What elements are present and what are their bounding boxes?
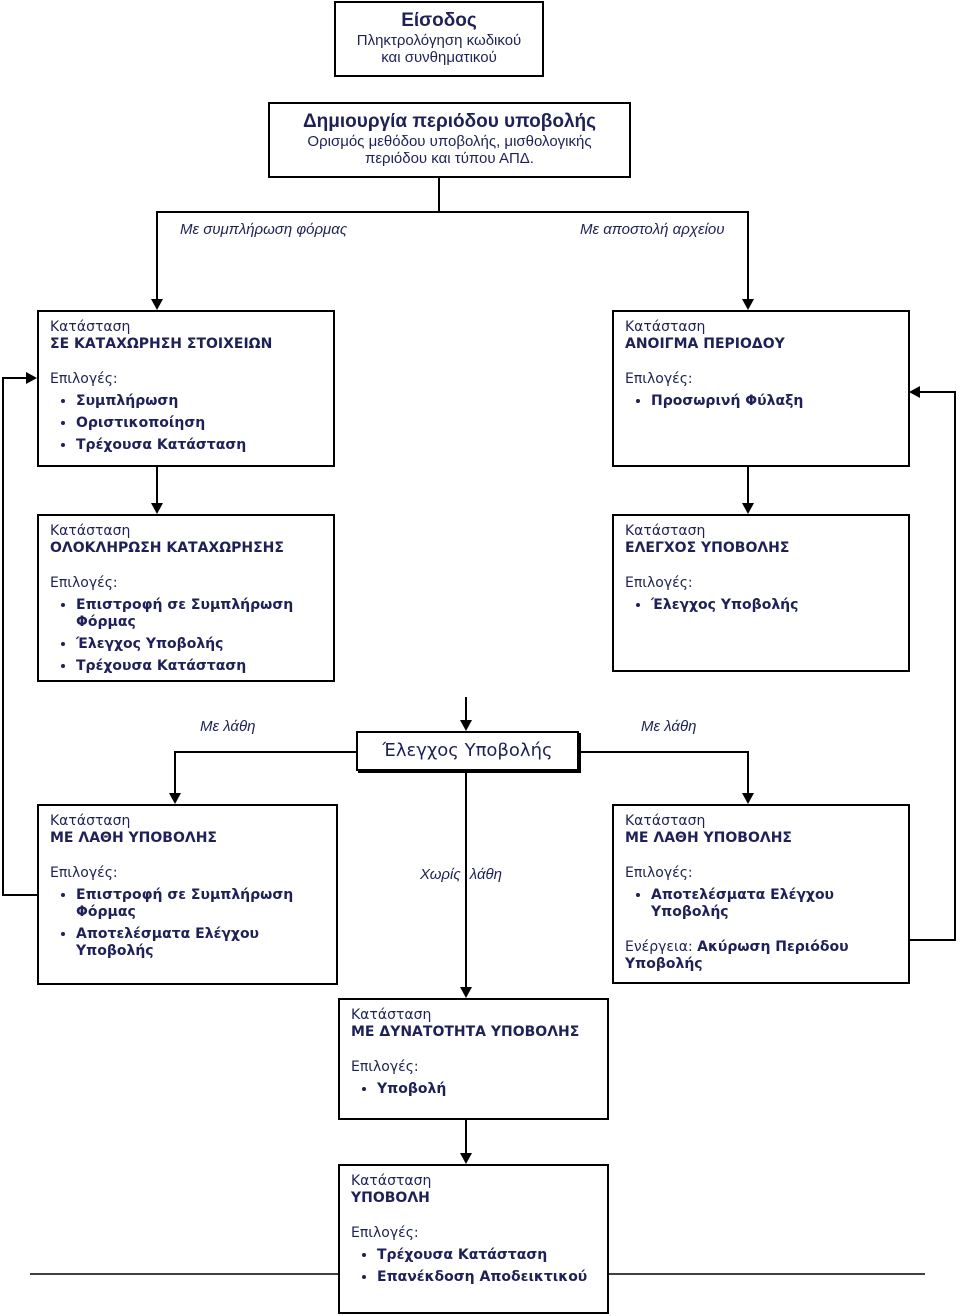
arrowhead-feedback-left (26, 372, 37, 384)
submission-check-decision: Έλεγχος Υποβολής (356, 731, 579, 771)
action-line: Ενέργεια: Ακύρωση Περιόδου Υποβολής (625, 939, 896, 973)
action-value: Ακύρωση Περιόδου Υποβολής (625, 939, 849, 972)
options-label: Επιλογές: (50, 865, 118, 881)
options-label: Επιλογές: (625, 575, 693, 591)
branch-label-errors-right: Με λάθη (641, 718, 697, 735)
arrowhead-to-data-entry (151, 299, 163, 310)
option-item: Οριστικοποίηση (76, 415, 321, 432)
create-period-box: Δημιουργία περιόδου υποβολής Ορισμός μεθ… (268, 102, 631, 178)
state-status-label: Κατάσταση (625, 813, 706, 829)
state-name: ΣΕ ΚΑΤΑΧΩΡΗΣΗ ΣΤΟΙΧΕΙΩΝ (50, 336, 273, 352)
arrowhead-to-submission-check (742, 503, 754, 514)
branch-label-file: Με αποστολή αρχείου (580, 221, 725, 238)
options-label: Επιλογές: (351, 1225, 419, 1241)
state-box-submitted: Κατάσταση ΥΠΟΒΟΛΗ Επιλογές: Τρέχουσα Κατ… (338, 1164, 609, 1314)
state-box-period-open: Κατάσταση ΑΝΟΙΓΜΑ ΠΕΡΙΟΔΟΥ Επιλογές: Προ… (612, 310, 910, 467)
option-item: Τρέχουσα Κατάσταση (377, 1247, 601, 1264)
state-box-ready: Κατάσταση ΜΕ ΔΥΝΑΤΟΤΗΤΑ ΥΠΟΒΟΛΗΣ Επιλογέ… (338, 998, 609, 1120)
state-name: ΟΛΟΚΛΗΡΩΣΗ ΚΑΤΑΧΩΡΗΣΗΣ (50, 540, 284, 556)
state-status-label: Κατάσταση (50, 319, 131, 335)
create-period-subtitle: Ορισμός μεθόδου υποβολής, μισθολογικής π… (307, 133, 592, 167)
state-name: ΜΕ ΔΥΝΑΤΟΤΗΤΑ ΥΠΟΒΟΛΗΣ (351, 1024, 580, 1040)
options-label: Επιλογές: (625, 865, 693, 881)
state-status-label: Κατάσταση (351, 1173, 432, 1189)
branch-label-form: Με συμπλήρωση φόρμας (180, 221, 348, 238)
option-item: Αποτελέσματα Ελέγχου Υποβολής (76, 926, 324, 960)
option-item: Αποτελέσματα Ελέγχου Υποβολής (651, 887, 896, 921)
state-status-label: Κατάσταση (351, 1007, 432, 1023)
options-list: Έλεγχος Υποβολής (625, 597, 896, 614)
state-name: ΥΠΟΒΟΛΗ (351, 1190, 430, 1206)
options-list: Τρέχουσα Κατάσταση Επανέκδοση Αποδεικτικ… (351, 1247, 601, 1286)
connector-feedback-left (2, 377, 37, 896)
entry-subtitle: Πληκτρολόγηση κωδικού και συνθηματικού (356, 32, 522, 66)
state-name: ΑΝΟΙΓΜΑ ΠΕΡΙΟΔΟΥ (625, 336, 785, 352)
arrowhead-to-errors-file (742, 793, 754, 804)
options-label: Επιλογές: (50, 575, 118, 591)
state-box-errors-form: Κατάσταση ΜΕ ΛΑΘΗ ΥΠΟΒΟΛΗΣ Επιλογές: Επι… (37, 804, 338, 985)
option-item: Υποβολή (377, 1081, 601, 1098)
option-item: Προσωρινή Φύλαξη (651, 393, 896, 410)
arrowhead-to-period-open (742, 299, 754, 310)
option-item: Τρέχουσα Κατάσταση (76, 437, 321, 454)
option-item: Έλεγχος Υποβολής (651, 597, 896, 614)
options-list: Αποτελέσματα Ελέγχου Υποβολής (625, 887, 896, 921)
connector-feedback-right (910, 391, 956, 941)
options-list: Επιστροφή σε Συμπλήρωση Φόρμας Έλεγχος Υ… (50, 597, 321, 675)
state-box-submission-check: Κατάσταση ΕΛΕΓΧΟΣ ΥΠΟΒΟΛΗΣ Επιλογές: Έλε… (612, 514, 910, 672)
arrowhead-feedback-right (909, 386, 920, 398)
options-label: Επιλογές: (351, 1059, 419, 1075)
arrowhead-into-check (460, 720, 472, 731)
action-label: Ενέργεια: (625, 939, 693, 955)
options-list: Συμπλήρωση Οριστικοποίηση Τρέχουσα Κατάσ… (50, 393, 321, 454)
branch-label-no-errors: Χωρίς λάθη (420, 866, 502, 883)
state-status-label: Κατάσταση (50, 813, 131, 829)
option-item: Επανέκδοση Αποδεικτικού (377, 1269, 601, 1286)
entry-box: Είσοδος Πληκτρολόγηση κωδικού και συνθημ… (334, 1, 544, 77)
arrowhead-to-ready (460, 987, 472, 998)
state-name: ΕΛΕΓΧΟΣ ΥΠΟΒΟΛΗΣ (625, 540, 790, 556)
submission-check-label: Έλεγχος Υποβολής (382, 740, 553, 761)
options-list: Επιστροφή σε Συμπλήρωση Φόρμας Αποτελέσμ… (50, 887, 324, 960)
branch-label-errors-left: Με λάθη (200, 718, 256, 735)
arrowhead-to-errors-form (169, 793, 181, 804)
state-box-data-entry: Κατάσταση ΣΕ ΚΑΤΑΧΩΡΗΣΗ ΣΤΟΙΧΕΙΩΝ Επιλογ… (37, 310, 335, 467)
create-period-title: Δημιουργία περιόδου υποβολής (303, 111, 596, 132)
option-item: Επιστροφή σε Συμπλήρωση Φόρμας (76, 887, 324, 921)
options-list: Υποβολή (351, 1081, 601, 1098)
option-item: Τρέχουσα Κατάσταση (76, 658, 321, 675)
state-name: ΜΕ ΛΑΘΗ ΥΠΟΒΟΛΗΣ (625, 830, 792, 846)
state-name: ΜΕ ΛΑΘΗ ΥΠΟΒΟΛΗΣ (50, 830, 217, 846)
arrowhead-to-entry-complete (151, 503, 163, 514)
option-item: Επιστροφή σε Συμπλήρωση Φόρμας (76, 597, 321, 631)
state-status-label: Κατάσταση (625, 523, 706, 539)
arrowhead-to-submitted (460, 1153, 472, 1164)
connector-check-to-errors-file (579, 751, 749, 794)
state-box-errors-file: Κατάσταση ΜΕ ΛΑΘΗ ΥΠΟΒΟΛΗΣ Επιλογές: Απο… (612, 804, 910, 984)
entry-title: Είσοδος (401, 10, 477, 31)
connector-check-to-errors-form (174, 751, 356, 794)
option-item: Έλεγχος Υποβολής (76, 636, 321, 653)
options-label: Επιλογές: (625, 371, 693, 387)
state-status-label: Κατάσταση (625, 319, 706, 335)
options-label: Επιλογές: (50, 371, 118, 387)
options-list: Προσωρινή Φύλαξη (625, 393, 896, 410)
option-item: Συμπλήρωση (76, 393, 321, 410)
state-box-entry-complete: Κατάσταση ΟΛΟΚΛΗΡΩΣΗ ΚΑΤΑΧΩΡΗΣΗΣ Επιλογέ… (37, 514, 335, 682)
state-status-label: Κατάσταση (50, 523, 131, 539)
